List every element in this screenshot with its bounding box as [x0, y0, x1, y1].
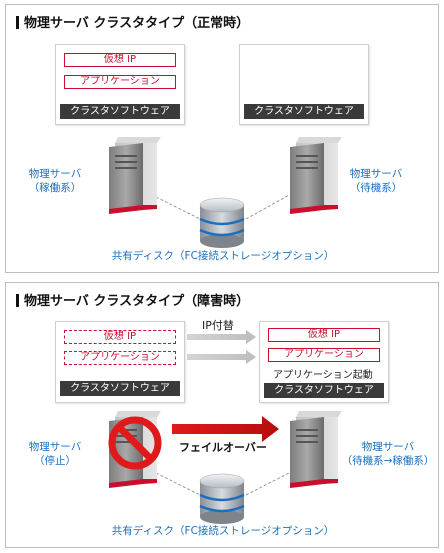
- standby-node-software-box: クラスタソフトウェア: [239, 44, 369, 125]
- server-role: （待機系→稼働系）: [341, 455, 435, 467]
- failed-server-label: 物理サーバ （停止）: [20, 440, 90, 468]
- application-transfer-arrow: [187, 350, 256, 364]
- shared-disk-label: 共有ディスク（FC接続ストレージオプション）: [111, 250, 335, 262]
- active-server-label: 物理サーバ （稼働系）: [20, 167, 90, 195]
- cluster-software-bar: クラスタソフトウェア: [244, 104, 364, 119]
- connection-line: [245, 194, 290, 220]
- server-name: 物理サーバ: [28, 441, 82, 453]
- standby-server-label: 物理サーバ （待機系）: [341, 167, 411, 195]
- server-role: （待機系）: [349, 182, 403, 194]
- failover-label: フェイルオーバー: [179, 441, 267, 454]
- shared-disk-icon: [199, 197, 245, 248]
- connection-line: [155, 472, 201, 496]
- panel-title: 物理サーバ クラスタタイプ（障害時）: [16, 290, 249, 309]
- failure-diagram-graphics: [108, 330, 342, 524]
- virtual-ip-pill: 仮想 IP: [268, 328, 380, 342]
- cluster-software-bar: クラスタソフトウェア: [60, 104, 180, 119]
- shared-disk-label: 共有ディスク（FC接続ストレージオプション）: [111, 525, 335, 537]
- failed-node-software-box: 仮想 IP アプリケーション クラスタソフトウェア: [55, 321, 185, 403]
- connection-line: [155, 196, 201, 220]
- application-start-text: アプリケーション起動: [273, 370, 373, 381]
- application-pill: アプリケーション: [64, 75, 176, 89]
- new-active-node-software-box: 仮想 IP アプリケーション アプリケーション起動 クラスタソフトウェア: [259, 321, 389, 403]
- server-name: 物理サーバ: [28, 168, 82, 180]
- active-node-software-box: 仮想 IP アプリケーション クラスタソフトウェア: [55, 44, 185, 125]
- shared-disk-icon: [199, 473, 245, 524]
- ip-transfer-label: IP付替: [202, 319, 234, 332]
- panel-title: 物理サーバ クラスタタイプ（正常時）: [16, 12, 249, 31]
- standby-server-icon: [290, 137, 342, 214]
- normal-diagram-graphics: [109, 137, 342, 248]
- server-role: （停止）: [34, 455, 76, 467]
- new-active-server-icon: [290, 411, 342, 488]
- virtual-ip-pill: 仮想 IP: [64, 53, 176, 67]
- connection-line: [245, 472, 290, 496]
- virtual-ip-pill: 仮想 IP: [64, 330, 176, 344]
- failover-arrow: [172, 416, 279, 442]
- server-name: 物理サーバ: [349, 168, 403, 180]
- server-role: （稼働系）: [28, 182, 82, 194]
- active-server-icon: [109, 137, 161, 214]
- panel-normal-operation: 物理サーバ クラスタタイプ（正常時） 仮想 IP アプリケーション クラスタソフ…: [5, 4, 439, 273]
- cluster-software-bar: クラスタソフトウェア: [264, 383, 384, 398]
- application-pill: アプリケーション: [64, 351, 176, 365]
- prohibited-icon: [108, 416, 162, 470]
- server-name: 物理サーバ: [361, 441, 415, 453]
- cluster-software-bar: クラスタソフトウェア: [60, 381, 180, 396]
- panel-failure: 物理サーバ クラスタタイプ（障害時） 仮想 IP アプリケーション クラスタソフ…: [5, 282, 439, 548]
- application-pill: アプリケーション: [268, 348, 380, 362]
- ip-transfer-arrow: [187, 330, 256, 344]
- new-active-server-label: 物理サーバ （待機系→稼働系）: [340, 440, 436, 468]
